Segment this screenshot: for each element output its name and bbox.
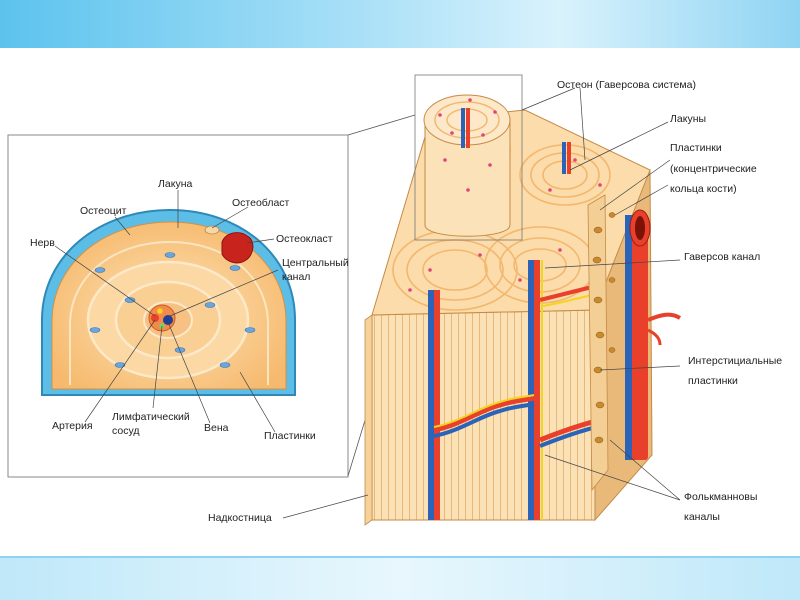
osteon-cylinder-body: [424, 119, 511, 237]
bone-block: [364, 74, 682, 526]
lacuna-cell: [204, 302, 216, 308]
label-interstitial-line1: Интерстициальные: [688, 355, 782, 367]
label-osteoblast: Остеобласт: [232, 197, 290, 209]
side-lacunae: [592, 212, 616, 444]
label-central-canal-line2: канал: [282, 271, 310, 283]
label-volkmann-line1: Фолькманновы: [684, 491, 757, 503]
lacuna-cell: [219, 362, 231, 368]
periosteum-sheet: [364, 314, 373, 526]
inset-lacunae: [89, 252, 256, 368]
label-lamellae: Пластинки: [264, 430, 316, 442]
label-interstitial-line2: пластинки: [688, 375, 738, 387]
label-periosteum: Надкостница: [208, 512, 272, 524]
periosteum-layer: [587, 194, 609, 492]
osteon2-vein-top: [562, 142, 566, 174]
inset-leader-lines: [54, 190, 279, 433]
osteon-vein-top: [461, 108, 465, 148]
lacuna-cell: [89, 327, 101, 333]
inset-panel: Лакуна Остеоцит Остеобласт Нерв Остеокла…: [7, 134, 349, 478]
bottom-decorative-band: [0, 558, 800, 600]
label-vein: Вена: [204, 422, 229, 434]
lacuna-cell: [244, 327, 256, 333]
label-lacuna: Лакуна: [158, 178, 192, 190]
inset-osteoclast: [221, 232, 254, 264]
main-leader-lines: [282, 87, 681, 519]
label-volkmann-line2: каналы: [684, 511, 720, 523]
lacuna-cell: [114, 362, 126, 368]
inset-vein: [163, 315, 173, 325]
label-osteon: Остеон (Гаверсова система): [557, 79, 696, 91]
osteon-artery-top: [466, 108, 470, 148]
label-nerve: Нерв: [30, 237, 55, 249]
label-osteocyte: Остеоцит: [80, 205, 127, 217]
label-lacunae: Лакуны: [670, 113, 706, 125]
label-osteoclast: Остеокласт: [276, 233, 333, 245]
bottom-band-line: [0, 556, 800, 559]
label-lymph-line1: Лимфатический: [112, 411, 190, 423]
side-vessels: [625, 209, 682, 460]
label-lamellae-line3: кольца кости): [670, 183, 737, 195]
inset-artery: [151, 314, 159, 322]
osteon-lacunae: [408, 98, 602, 292]
osteon-highlight-box: [414, 74, 523, 241]
inset-osteoblast: [204, 225, 220, 235]
lacuna-cell: [164, 252, 176, 258]
label-lamellae-line2: (концентрические: [670, 163, 757, 175]
lacuna-cell: [124, 297, 136, 303]
lacuna-cell: [229, 265, 241, 271]
label-haversian-canal: Гаверсов канал: [684, 251, 760, 263]
inset-lamella-outer: [69, 240, 269, 385]
label-central-canal-line1: Центральный: [282, 257, 349, 269]
top-decorative-band: [0, 0, 800, 48]
inset-nerve: [157, 308, 163, 314]
label-lymph-line2: сосуд: [112, 425, 140, 437]
label-artery: Артерия: [52, 420, 93, 432]
lacuna-cell: [94, 267, 106, 273]
label-lamellae-line1: Пластинки: [670, 142, 722, 154]
osteon2-artery-top: [567, 142, 571, 174]
